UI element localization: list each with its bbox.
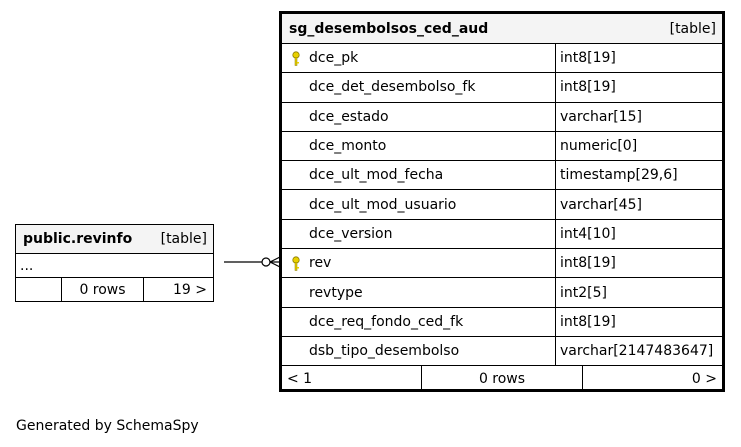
column-name-cell: revtype <box>282 278 556 307</box>
column-row[interactable]: dce_estado varchar[15] <box>282 102 722 132</box>
column-row[interactable]: dce_pk int8[19] <box>282 44 722 74</box>
column-type: int8[19] <box>560 50 616 67</box>
column-name: rev <box>309 255 332 272</box>
column-row[interactable]: dsb_tipo_desembolso varchar[2147483647] <box>282 336 722 367</box>
row-count: 0 rows <box>62 278 144 301</box>
column-name-cell: dce_monto <box>282 131 556 161</box>
column-type: varchar[15] <box>560 108 642 125</box>
column-type: int8[19] <box>560 79 616 96</box>
parents-link[interactable]: < 1 <box>282 366 422 392</box>
column-row[interactable]: rev int8[19] <box>282 249 722 279</box>
column-name-cell: dsb_tipo_desembolso <box>282 336 556 366</box>
column-name: dce_req_fondo_ced_fk <box>309 313 464 330</box>
columns-ellipsis: ... <box>16 254 213 278</box>
column-type: varchar[45] <box>560 196 642 213</box>
key-icon <box>292 256 300 271</box>
generated-by-label: Generated by SchemaSpy <box>16 418 199 434</box>
parents-link <box>16 278 62 301</box>
column-type: timestamp[29,6] <box>560 167 678 184</box>
key-icon <box>292 51 300 66</box>
column-type: numeric[0] <box>560 138 638 155</box>
column-name-cell: dce_det_desembolso_fk <box>282 73 556 102</box>
table-name[interactable]: sg_desembolsos_ced_aud <box>289 20 489 37</box>
column-name: dce_pk <box>309 50 359 67</box>
row-count: 0 rows <box>422 366 583 392</box>
column-list: dce_pk int8[19] dce_det_desembolso_fk int8[… <box>282 44 722 367</box>
column-row[interactable]: dce_ult_mod_usuario varchar[45] <box>282 190 722 220</box>
table-name[interactable]: public.revinfo <box>23 231 133 247</box>
column-name-cell: dce_pk <box>282 44 556 73</box>
column-name: dce_version <box>309 225 393 242</box>
table-footer: 0 rows 19 > <box>16 278 213 301</box>
column-type: int8[19] <box>560 255 616 272</box>
column-name: dce_det_desembolso_fk <box>309 79 476 96</box>
column-name-cell: dce_req_fondo_ced_fk <box>282 307 556 336</box>
column-name: dsb_tipo_desembolso <box>309 343 460 360</box>
column-type: int4[10] <box>560 225 616 242</box>
column-name-cell: dce_ult_mod_usuario <box>282 190 556 219</box>
column-name: dce_ult_mod_usuario <box>309 196 457 213</box>
column-name: dce_estado <box>309 108 389 125</box>
column-row[interactable]: dce_det_desembolso_fk int8[19] <box>282 73 722 103</box>
column-type: int8[19] <box>560 313 616 330</box>
column-type: int2[5] <box>560 284 607 301</box>
column-row[interactable]: dce_version int4[10] <box>282 219 722 250</box>
table-kind: [table] <box>669 20 716 37</box>
column-row[interactable]: dce_ult_mod_fecha timestamp[29,6] <box>282 161 722 191</box>
table-kind: [table] <box>160 231 207 247</box>
column-name-cell: dce_version <box>282 219 556 249</box>
table-public-revinfo[interactable]: public.revinfo [table] ... 0 rows 19 > <box>15 224 214 302</box>
table-header[interactable]: public.revinfo [table] <box>16 225 213 254</box>
column-name: dce_ult_mod_fecha <box>309 167 444 184</box>
table-header[interactable]: sg_desembolsos_ced_aud [table] <box>282 14 722 44</box>
column-name-cell: dce_ult_mod_fecha <box>282 161 556 190</box>
column-row[interactable]: revtype int2[5] <box>282 278 722 308</box>
column-row[interactable]: dce_monto numeric[0] <box>282 131 722 162</box>
children-link[interactable]: 19 > <box>173 281 207 298</box>
column-name-cell: rev <box>282 249 556 278</box>
column-name-cell: dce_estado <box>282 102 556 131</box>
children-link[interactable]: 0 > <box>691 370 717 387</box>
column-name: dce_monto <box>309 138 387 155</box>
column-type: varchar[2147483647] <box>560 343 714 360</box>
column-row[interactable]: dce_req_fondo_ced_fk int8[19] <box>282 307 722 337</box>
column-name: revtype <box>309 284 363 301</box>
table-footer: < 1 0 rows 0 > <box>282 366 722 392</box>
